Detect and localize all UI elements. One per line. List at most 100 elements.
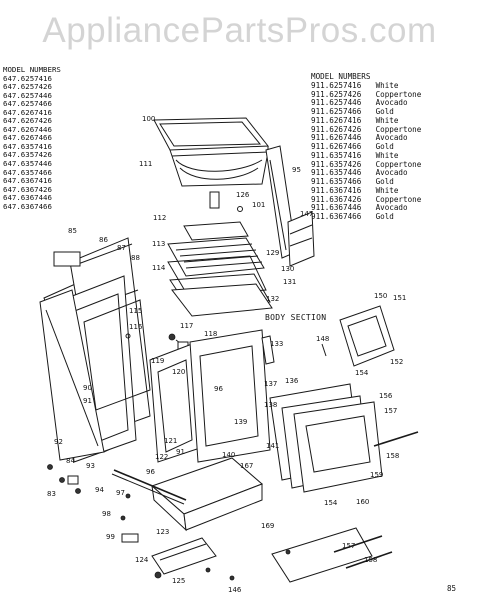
left-model-number: 647.6357466: [3, 167, 52, 177]
door-frame-137: [261, 335, 275, 365]
part-label: 154: [324, 499, 338, 507]
part-label: 86: [99, 236, 108, 244]
left-model-number: 647.6257446: [3, 90, 52, 100]
part-label: 101: [252, 201, 265, 209]
part-label: 130: [281, 265, 294, 273]
part-label: 91: [176, 448, 185, 456]
right-model-row: 911.6257446 Avocado: [311, 98, 421, 108]
right-model-color: Coppertone: [371, 159, 422, 169]
left-model-number: 647.6267446: [3, 124, 52, 134]
part-label: 93: [86, 462, 95, 470]
right-model-color: Avocado: [371, 98, 408, 108]
right-model-number: 911.6367446: [311, 203, 362, 213]
part-label: 114: [152, 264, 166, 272]
part-label: 157: [384, 407, 397, 415]
left-model-number: 647.6267426: [3, 116, 52, 126]
oven-liner: [83, 299, 151, 411]
right-model-row: 911.6267426 Coppertone: [311, 124, 421, 135]
right-model-color: White: [371, 115, 399, 125]
part-label: 111: [139, 160, 152, 168]
broiler-pan-132: [171, 283, 273, 317]
vent-trim-147: [287, 211, 315, 267]
part-label: 121: [164, 437, 177, 445]
part-label: 151: [393, 294, 406, 302]
left-model-number: 647.6367466: [3, 201, 52, 211]
left-model-number: 647.6257466: [3, 99, 52, 109]
part-126: [209, 191, 220, 209]
right-model-row: 911.6267446 Avocado: [311, 133, 421, 143]
left-model-number: 647.6357446: [3, 159, 52, 169]
part-label: 146: [228, 586, 242, 594]
right-model-number: 911.6357416: [311, 150, 362, 160]
part-label: 95: [292, 166, 301, 174]
part-label: 92: [54, 438, 63, 446]
right-model-row: 911.6357426 Coppertone: [311, 159, 422, 170]
part-label: 88: [131, 254, 140, 262]
part-label: 167: [240, 462, 253, 470]
part-label: 116: [129, 323, 143, 331]
right-model-header: MODEL NUMBERS: [311, 72, 371, 81]
part-label: 148: [316, 335, 329, 343]
part-label: 150: [374, 292, 387, 300]
part-label: 87: [117, 244, 126, 252]
side-panel-92: [39, 289, 105, 461]
part-label: 154: [355, 369, 369, 377]
part-label: 83: [47, 490, 56, 498]
part-label: 158: [386, 452, 399, 460]
right-model-color: Coppertone: [371, 194, 422, 204]
right-model-number: 911.6367466: [311, 212, 362, 221]
right-model-number: 911.6357426: [311, 159, 362, 169]
right-model-color: White: [371, 150, 399, 160]
door-glass-157: [293, 401, 383, 493]
part-label: 125: [172, 577, 185, 585]
right-model-number: 911.6267426: [311, 124, 362, 134]
rack-wires: [175, 243, 263, 269]
part-label: 119: [151, 357, 164, 365]
right-model-color: Gold: [371, 142, 394, 151]
part-label: 98: [102, 510, 111, 518]
right-model-row: 911.6357466 Gold: [311, 177, 421, 187]
part-label: 85: [68, 227, 77, 235]
left-model-number: 647.6267466: [3, 133, 52, 143]
right-model-row: 911.6257426 Coppertone: [311, 89, 422, 100]
oven-rack-113: [167, 237, 265, 277]
left-model-number: 647.6367416: [3, 176, 52, 186]
right-model-row: 911.6357446 Avocado: [311, 168, 421, 178]
part-label: 123: [156, 528, 169, 536]
right-model-number: 911.6257446: [311, 98, 362, 108]
lower-panel-160: [271, 527, 373, 583]
oven-door-window: [189, 329, 271, 463]
right-model-number: 911.6267466: [311, 142, 362, 151]
part-label: 99: [106, 533, 115, 541]
right-model-number: 911.6267416: [311, 115, 362, 125]
part-label: 97: [116, 489, 125, 497]
right-model-color: Avocado: [371, 133, 408, 143]
page-number: 85: [447, 584, 457, 593]
watermark-banner: AppliancePartsPros.com: [42, 11, 437, 50]
part-148: [321, 343, 327, 357]
part-label: 158: [364, 556, 377, 564]
right-model-number: 911.6267446: [311, 133, 362, 143]
right-model-number: 911.6357466: [311, 177, 362, 186]
right-model-row: 911.6367426 Coppertone: [311, 194, 422, 205]
left-model-number: 647.6367426: [3, 184, 52, 194]
part-label: 126: [236, 191, 250, 199]
right-model-number: 911.6367416: [311, 185, 362, 195]
drawer-slide-96: [113, 469, 187, 501]
part-label: 156: [379, 392, 393, 400]
right-model-color: Coppertone: [371, 89, 422, 99]
right-model-row: 911.6267416 White: [311, 115, 421, 126]
right-model-color: Gold: [371, 107, 394, 116]
right-model-color: Avocado: [371, 203, 408, 213]
part-label: 129: [266, 249, 279, 257]
oven-rack-130: [167, 255, 267, 297]
right-model-color: White: [371, 185, 399, 195]
left-model-number: 647.6257426: [3, 82, 52, 92]
part-label: 131: [283, 278, 296, 286]
part-label: 124: [135, 556, 149, 564]
left-model-number: 647.6357426: [3, 150, 52, 160]
right-model-number: 911.6257416: [311, 80, 362, 90]
